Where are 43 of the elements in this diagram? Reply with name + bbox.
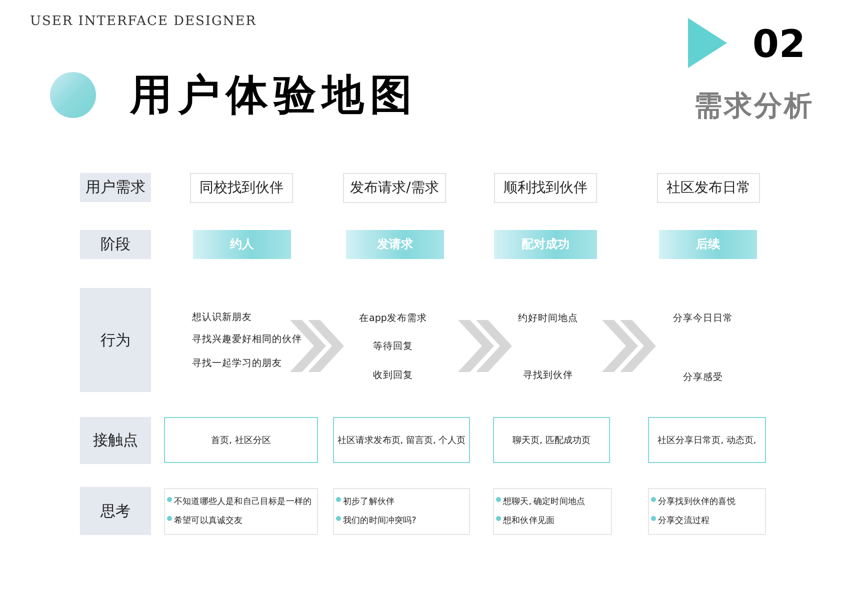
behavior-text: 等待回复 (373, 340, 413, 353)
bullet-text: 初步了解伙伴 (336, 496, 395, 508)
header-text: USER INTERFACE DESIGNER (30, 14, 257, 29)
behavior-text: 寻找一起学习的朋友 (192, 357, 282, 370)
behavior-text: 寻找到伙伴 (523, 369, 573, 382)
bullet-text: 分享交流过程 (651, 514, 710, 527)
behavior-text: 分享今日日常 (673, 312, 733, 325)
behavior-text: 收到回复 (373, 369, 413, 382)
page-number: 02 (752, 24, 806, 64)
need-box: 同校找到伙伴 (190, 173, 293, 203)
need-box: 社区发布日常 (657, 173, 760, 203)
stage-bar: 约人 (193, 230, 291, 259)
bullet-text: 不知道哪些人是和自己目标是一样的 (167, 496, 312, 508)
section-title: 需求分析 (694, 89, 814, 123)
bullet-text: 想聊天, 确定时间地点 (496, 496, 586, 508)
behavior-text: 在app发布需求 (359, 312, 427, 325)
behavior-text: 分享感受 (683, 371, 723, 384)
row-header: 接触点 (80, 417, 151, 464)
need-box: 顺利找到伙伴 (494, 173, 597, 203)
need-box: 发布请求/需求 (343, 173, 446, 203)
title: 用户体验地图 (130, 70, 418, 120)
touchpoint-box: 首页, 社区分区 (164, 417, 318, 463)
behavior-text: 约好时间地点 (518, 312, 578, 325)
stage-bar: 发请求 (346, 230, 444, 259)
bullet-text: 希望可以真诚交友 (167, 514, 243, 527)
bullet-text: 我们的时间冲突吗? (336, 514, 416, 527)
row-header: 行为 (80, 288, 151, 392)
behavior-text: 想认识新朋友 (192, 311, 252, 324)
thought-box (493, 488, 612, 535)
behavior-text: 寻找兴趣爱好相同的伙伴 (192, 333, 302, 346)
stage-bar: 配对成功 (494, 230, 597, 259)
thought-box (333, 488, 470, 535)
row-header: 思考 (80, 487, 151, 535)
bullet-text: 分享找到伙伴的喜悦 (651, 496, 736, 508)
row-header: 用户需求 (80, 173, 151, 202)
stage-bar: 后续 (659, 230, 757, 259)
touchpoint-box: 聊天页, 匹配成功页 (493, 417, 610, 463)
touchpoint-box: 社区分享日常页, 动态页, (648, 417, 766, 463)
bullet-text: 想和伙伴见面 (496, 514, 555, 527)
thought-box (164, 488, 318, 535)
thought-box (648, 488, 766, 535)
touchpoint-box: 社区请求发布页, 留言页, 个人页 (333, 417, 470, 463)
row-header: 阶段 (80, 230, 151, 259)
